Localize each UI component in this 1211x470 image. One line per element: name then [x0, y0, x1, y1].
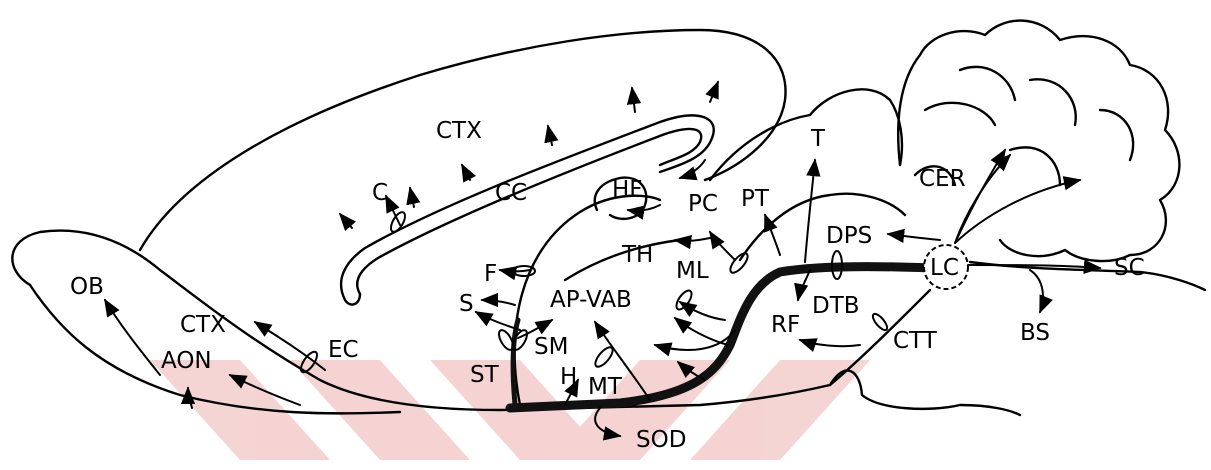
label-s: S [459, 291, 474, 317]
label-f: F [484, 261, 497, 287]
label-pc: PC [688, 191, 718, 217]
label-ap-vab: AP-VAB [550, 287, 632, 313]
label-h: H [560, 364, 577, 390]
label-pt: PT [741, 186, 770, 212]
label-ec: EC [328, 337, 359, 363]
label-sod: SOD [636, 427, 686, 453]
label-t: T [810, 126, 826, 152]
label-th: TH [621, 242, 653, 268]
label-ctx-cortex: CTX [436, 118, 482, 144]
label-sm: SM [534, 334, 568, 360]
label-cer: CER [919, 166, 966, 192]
label-dtb: DTB [812, 293, 860, 319]
label-bs: BS [1020, 320, 1050, 346]
label-mt: MT [588, 374, 623, 400]
label-c: C [372, 180, 388, 206]
label-rf: RF [771, 312, 800, 338]
label-hf: HF [612, 177, 643, 203]
label-dps: DPS [826, 223, 872, 249]
label-ctx-entorhinal: CTX [180, 312, 226, 338]
label-lc: LC [930, 255, 959, 281]
label-ctt: CTT [893, 328, 938, 354]
label-cc: CC [495, 180, 527, 206]
label-ml: ML [676, 258, 709, 284]
label-sc: SC [1114, 255, 1145, 281]
label-st: ST [470, 362, 500, 388]
label-ob: OB [70, 274, 104, 300]
label-aon: AON [161, 348, 212, 374]
